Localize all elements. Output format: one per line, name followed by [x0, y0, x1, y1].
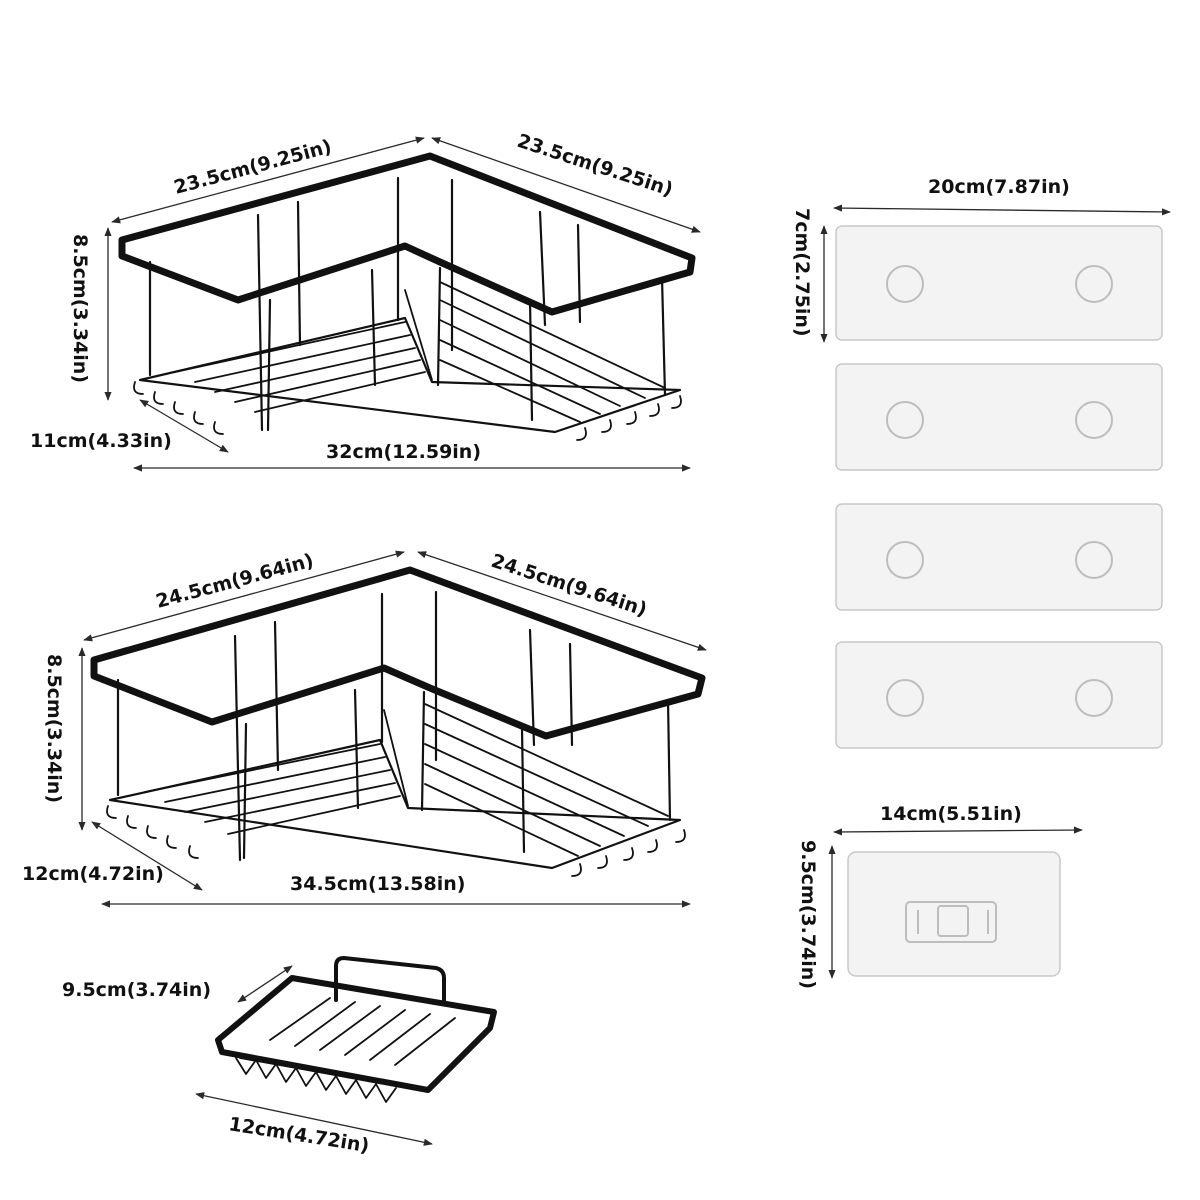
soap-dish-frame [215, 975, 497, 1093]
small-basket-hooks [133, 381, 682, 441]
large-basket-bottom-outline [108, 738, 682, 870]
soap-length-arrow [195, 1092, 433, 1146]
large-depth-label: 12cm(4.72in) [22, 863, 164, 885]
small-right-edge-arrow [431, 137, 701, 233]
small-basket-bottom-outline [138, 316, 682, 434]
small-left-edge-arrow [111, 136, 425, 224]
large-basket-hooks [106, 805, 686, 877]
adhesive-pad-4 [835, 641, 1163, 749]
small-adhesive-pad: 14cm(5.51in) 9.5cm(3.74in) [797, 803, 1083, 989]
adhesive-pad-1 [835, 225, 1163, 341]
large-height-label: 8.5cm(3.34in) [43, 654, 65, 803]
pad-height-label: 7cm(2.75in) [791, 208, 813, 337]
soap-dish-bottom-wave [235, 1057, 397, 1103]
large-right-edge-arrow [417, 551, 707, 651]
small-basket-grid-bars [174, 281, 666, 423]
long-adhesive-pads: 20cm(7.87in) 7cm(2.75in) [791, 176, 1171, 749]
small-pad-height-label: 9.5cm(3.74in) [797, 840, 819, 989]
small-width-label: 32cm(12.59in) [326, 441, 481, 463]
soap-dish-handle [334, 956, 446, 1006]
adhesive-pad-2 [835, 363, 1163, 471]
large-left-edge-arrow [83, 550, 405, 642]
large-basket-top-frame [90, 566, 706, 740]
small-pad-body [847, 851, 1061, 977]
small-corner-basket: 23.5cm(9.25in) 23.5cm(9.25in) 8.5cm(3.34… [30, 130, 701, 472]
small-pad-width-arrow [833, 826, 1083, 836]
large-corner-basket: 24.5cm(9.64in) 24.5cm(9.64in) 8.5cm(3.34… [22, 550, 707, 908]
large-depth-arrow [91, 821, 203, 891]
adhesive-pad-3 [835, 503, 1163, 611]
soap-dish-slats [239, 997, 456, 1091]
small-pad-width-label: 14cm(5.51in) [880, 803, 1022, 825]
small-height-label: 8.5cm(3.34in) [69, 234, 91, 383]
small-right-edge-label: 23.5cm(9.25in) [514, 130, 675, 201]
small-depth-arrow [139, 399, 229, 453]
small-depth-label: 11cm(4.33in) [30, 430, 172, 452]
large-width-label: 34.5cm(13.58in) [290, 873, 465, 895]
pad-width-label: 20cm(7.87in) [928, 176, 1070, 198]
soap-width-arrow [237, 965, 293, 1003]
small-pad-hook-mount [905, 901, 997, 943]
small-basket-top-frame [118, 152, 696, 316]
soap-dish: 9.5cm(3.74in) 12cm(4.72in) [62, 956, 497, 1157]
soap-width-label: 9.5cm(3.74in) [62, 979, 211, 1001]
soap-length-label: 12cm(4.72in) [227, 1113, 370, 1157]
pad-width-arrow [833, 204, 1171, 216]
large-basket-grid-bars [144, 703, 669, 857]
